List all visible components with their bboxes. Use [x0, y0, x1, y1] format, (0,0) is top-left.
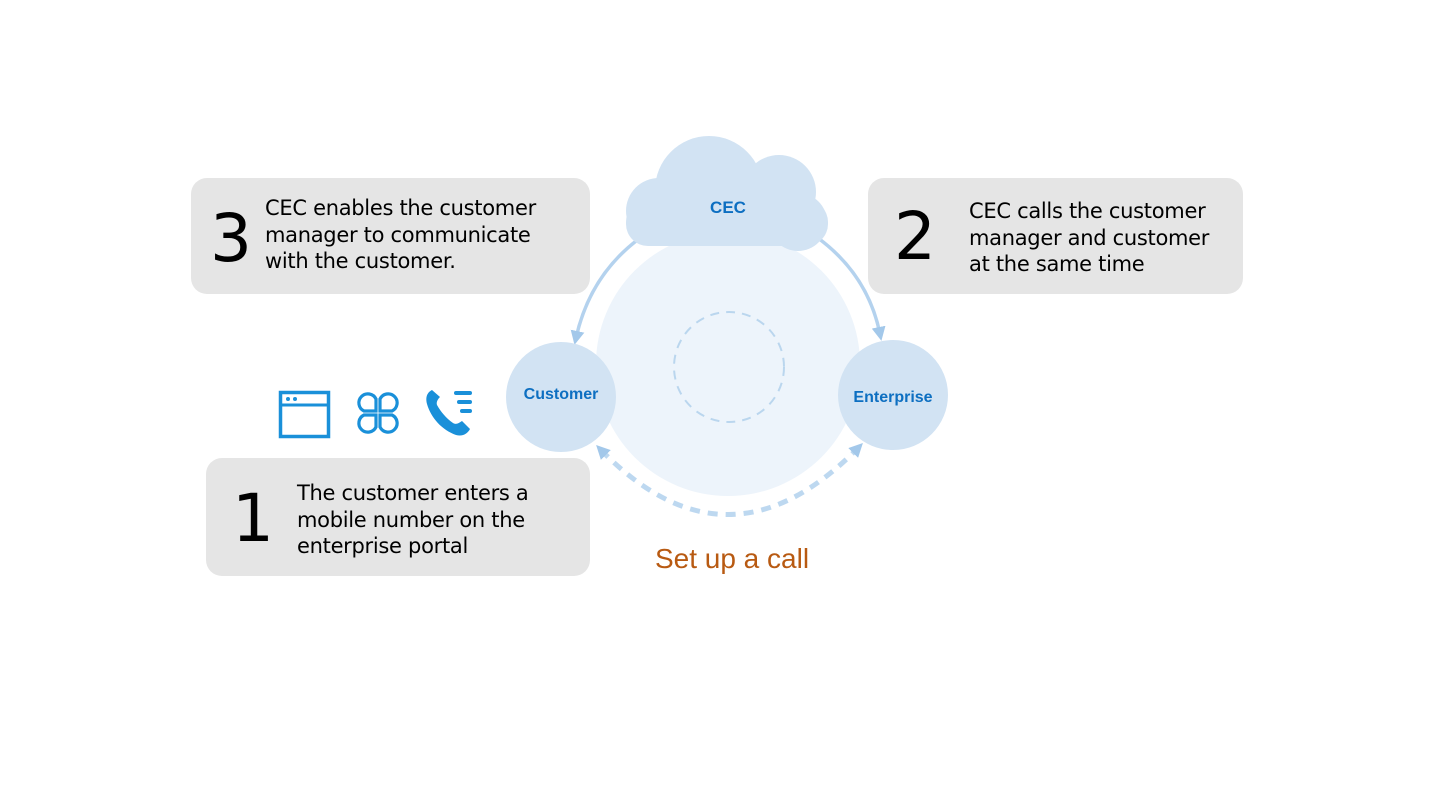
step-2-box: 2 CEC calls the customer manager and cus… — [868, 178, 1243, 294]
diagram-caption: Set up a call — [654, 543, 810, 574]
arrow-customer-enterprise — [596, 443, 863, 517]
step-2-number: 2 — [894, 198, 936, 275]
step-1-number: 1 — [232, 480, 274, 557]
step-3-box: 3 CEC enables the customer manager to co… — [191, 178, 590, 294]
enterprise-node — [838, 340, 948, 450]
web-portal-icon — [278, 390, 331, 439]
phone-call-icon — [426, 390, 472, 436]
hub-circle — [596, 232, 860, 496]
inner-dashed-circle — [673, 311, 785, 423]
step-1-box: 1 The customer enters a mobile number on… — [206, 458, 590, 576]
enterprise-label: Enterprise — [853, 389, 933, 406]
step-3-number: 3 — [210, 200, 252, 277]
step-2-text: CEC calls the customer manager and custo… — [969, 199, 1210, 276]
arrow-cec-to-enterprise — [816, 236, 886, 341]
customer-label: Customer — [523, 386, 599, 403]
step-3-text: CEC enables the customer manager to comm… — [265, 196, 536, 273]
cec-cloud — [626, 136, 828, 251]
customer-node — [506, 342, 616, 452]
app-icon — [357, 392, 399, 434]
arrow-cec-to-customer — [570, 236, 642, 345]
step-1-text: The customer enters a mobile number on t… — [297, 481, 529, 558]
cec-label: CEC — [710, 198, 746, 217]
